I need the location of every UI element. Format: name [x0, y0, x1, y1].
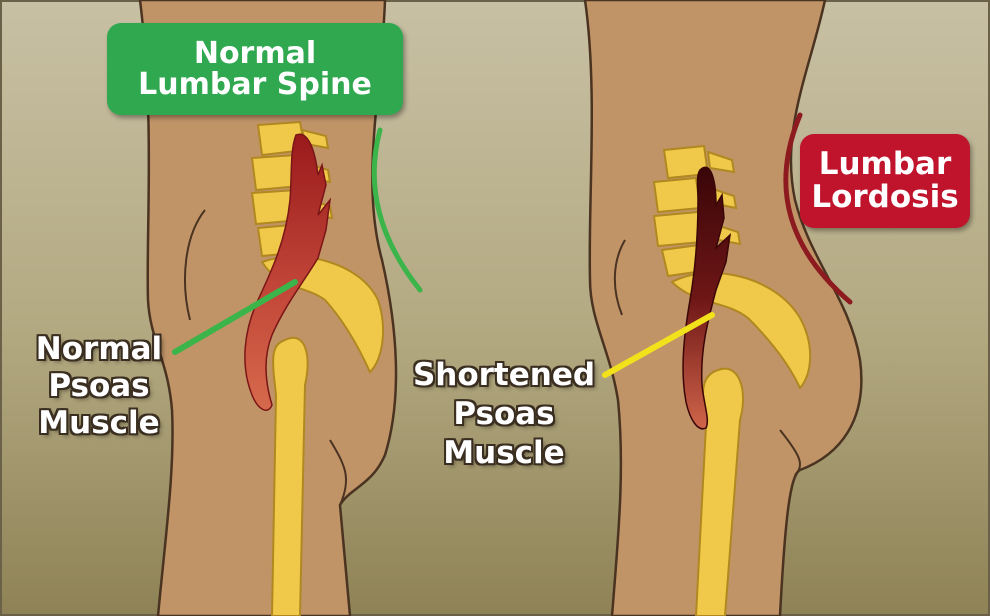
lordosis-line2: Lordosis — [811, 181, 958, 214]
normal-psoas-label: Normal Psoas Muscle — [20, 334, 178, 439]
lumbar-lordosis-badge: Lumbar Lordosis — [800, 134, 970, 228]
normal-psoas-line3: Muscle — [20, 408, 178, 439]
short-psoas-line3: Muscle — [398, 438, 610, 469]
short-psoas-line2: Psoas — [398, 399, 610, 430]
short-psoas-line1: Shortened — [398, 360, 610, 391]
shortened-psoas-label: Shortened Psoas Muscle — [398, 360, 610, 469]
normal-psoas-line2: Psoas — [20, 371, 178, 402]
normal-psoas-line1: Normal — [20, 334, 178, 365]
normal-spine-line1: Normal — [194, 38, 316, 70]
lordosis-line1: Lumbar — [819, 148, 952, 181]
normal-lumbar-spine-badge: Normal Lumbar Spine — [107, 23, 403, 115]
normal-spine-line2: Lumbar Spine — [138, 69, 372, 101]
